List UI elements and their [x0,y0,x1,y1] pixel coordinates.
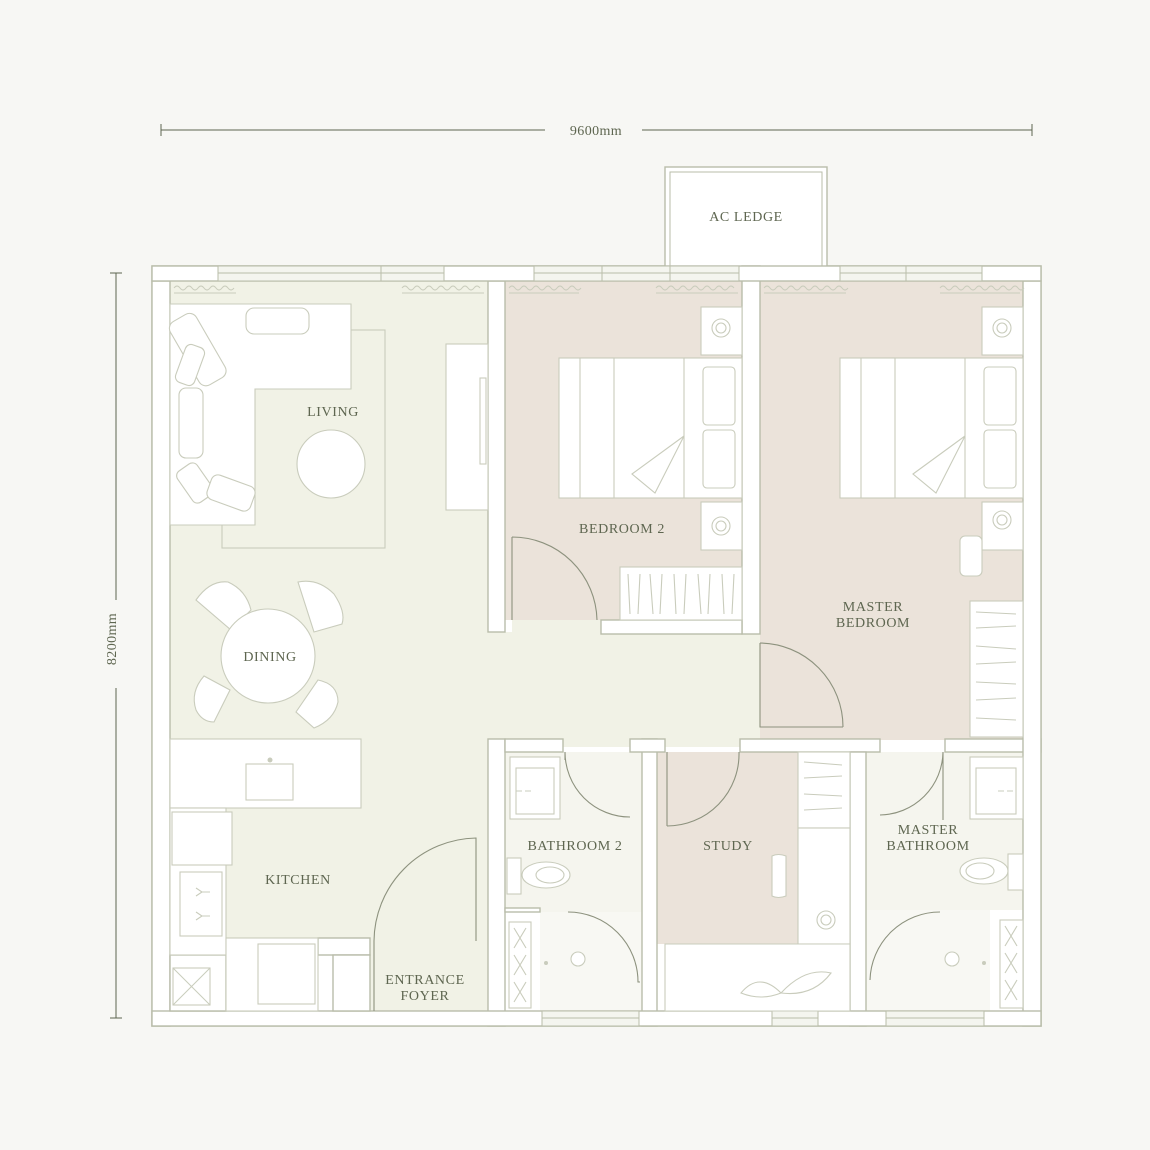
study-furniture [664,751,851,1012]
height-dimension: 8200mm [105,272,122,1019]
bedroom2-bed [558,357,743,499]
dining-set: DINING [193,580,344,729]
kitchen-island [169,738,362,809]
bedroom2-door [511,536,598,621]
ac-ledge: AC LEDGE [664,166,828,268]
master-bathroom-fixtures [944,756,1024,1009]
l-sofa [168,303,352,526]
bathroom2-label: BATHROOM 2 [527,839,622,854]
width-dimension: 9600mm [160,124,1033,139]
master-bathroom-door [879,751,944,820]
ac-ledge-label: AC LEDGE [709,210,783,225]
kitchen-label: KITCHEN [265,873,331,888]
entrance-label-line1: ENTRANCE [385,973,464,988]
entrance-door [373,837,477,1011]
bathroom2-shower-door [567,911,640,983]
storage-box [172,967,211,1006]
bathroom2-door [564,751,631,818]
master-bathroom-shower-door [869,911,941,981]
master-wardrobe [969,600,1024,738]
master-bedroom-label-line2: BEDROOM [836,616,910,631]
kitchen-floor [226,808,370,938]
tv-console [445,343,489,511]
living-label: LIVING [307,405,359,420]
bedroom2-nightstands [700,306,743,551]
height-label: 8200mm [105,613,120,665]
master-bed [839,357,1024,499]
bathroom2-shower-floor [540,912,642,1011]
study-label: STUDY [703,839,753,854]
kitchen-counter [169,807,319,1012]
master-desk [959,535,983,577]
master-bathroom-label-line2: BATHROOM [886,839,969,854]
study-floor [657,752,798,944]
curtain-lines [173,285,1025,294]
master-bathroom-shower-floor [866,910,990,1011]
master-nightstands [981,306,1024,551]
study-door [666,751,740,827]
master-bedroom-label-line1: MASTER [843,600,903,615]
master-bedroom-door [759,642,844,728]
bedroom2-label: BEDROOM 2 [579,522,665,537]
entrance-label-line2: FOYER [401,989,450,1004]
dining-label: DINING [243,650,296,665]
master-bathroom-label-line1: MASTER [898,823,958,838]
bedroom2-wardrobe [619,566,743,621]
width-label: 9600mm [570,124,622,139]
coffee-table [296,429,366,499]
windows [217,265,985,1027]
bathroom2-fixtures [506,756,586,1009]
